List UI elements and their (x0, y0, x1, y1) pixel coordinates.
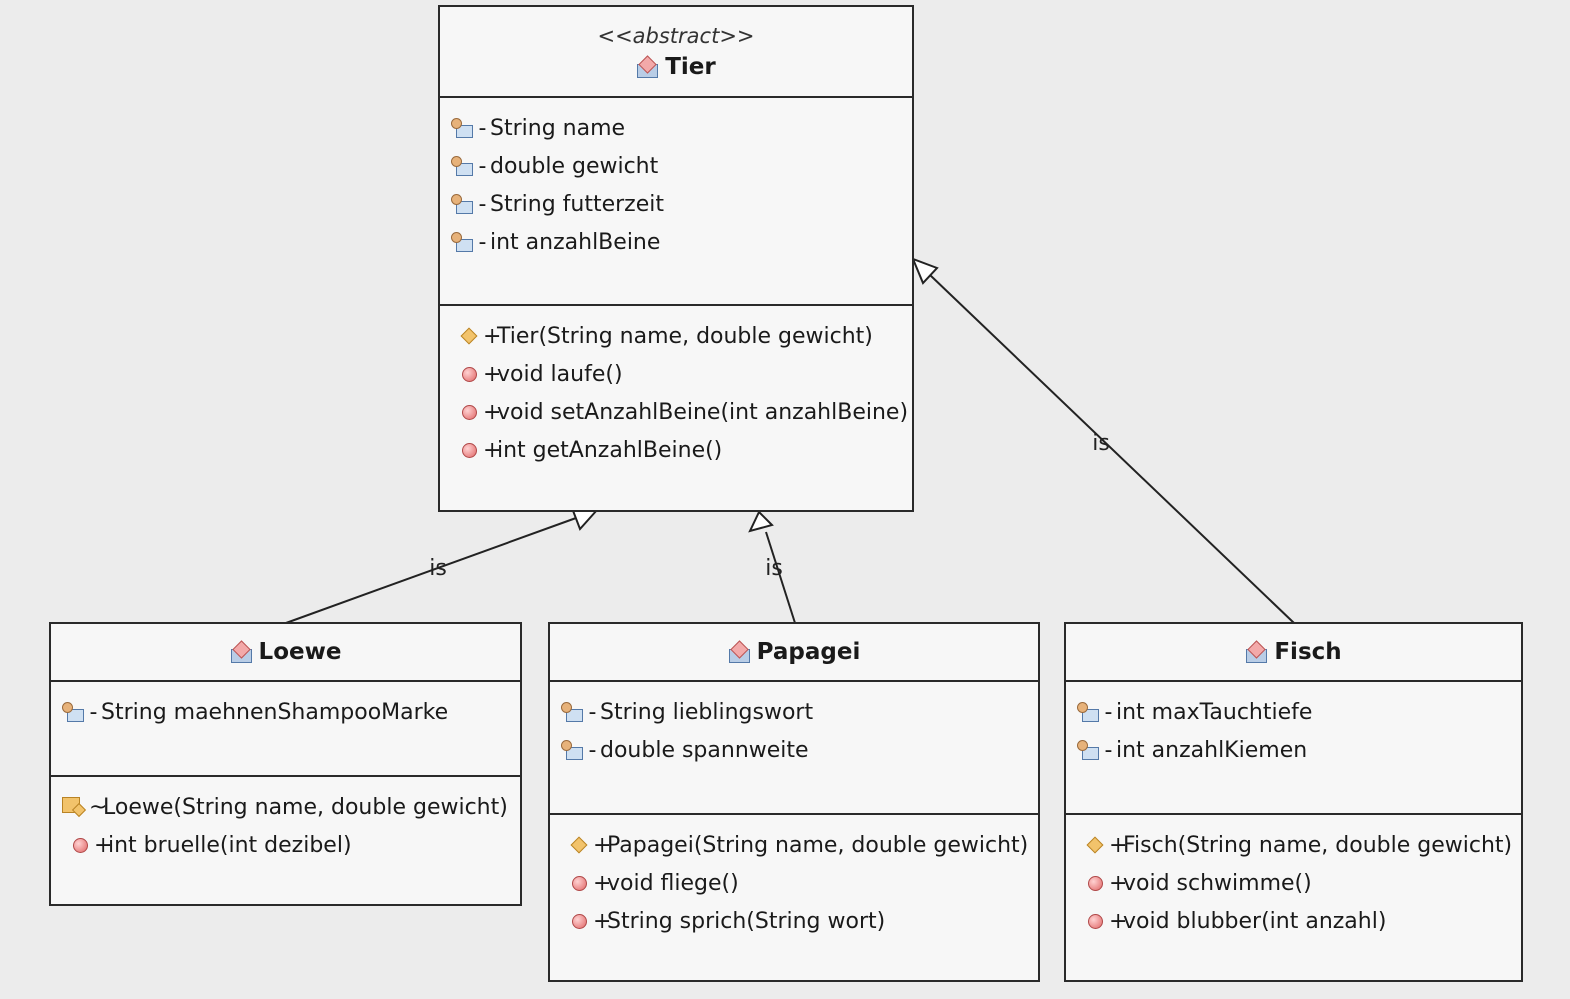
class-papagei[interactable]: Papagei -String lieblingswort -double sp… (548, 622, 1040, 982)
generalization-arrowhead (911, 257, 939, 285)
attributes-compartment: -String lieblingswort -double spannweite (550, 682, 1038, 813)
field-icon (451, 118, 473, 138)
class-name: Tier (665, 53, 716, 80)
attribute-row[interactable]: -double gewicht (440, 147, 912, 185)
package-constructor-icon (62, 797, 86, 817)
class-header: Fisch (1066, 624, 1521, 682)
field-icon (451, 232, 473, 252)
class-name: Fisch (1274, 639, 1342, 665)
edge-loewe-tier[interactable]: is (285, 506, 600, 624)
method-row[interactable]: +int bruelle(int dezibel) (51, 826, 520, 864)
method-icon (462, 366, 477, 382)
class-loewe[interactable]: Loewe -String maehnenShampooMarke ~Loewe… (49, 622, 522, 906)
class-name: Papagei (756, 639, 861, 665)
method-icon (1088, 913, 1103, 929)
methods-compartment: +Papagei(String name, double gewicht) +v… (550, 813, 1038, 980)
field-icon (451, 156, 473, 176)
attributes-compartment: -String name -double gewicht -String fut… (440, 98, 912, 304)
field-icon (561, 740, 583, 760)
class-header: <<abstract>> Tier (440, 7, 912, 98)
method-row[interactable]: +Papagei(String name, double gewicht) (550, 826, 1038, 864)
attributes-compartment: -int maxTauchtiefe -int anzahlKiemen (1066, 682, 1521, 813)
method-icon (572, 913, 587, 929)
class-icon (636, 56, 660, 78)
method-row[interactable]: +String sprich(String wort) (550, 902, 1038, 940)
class-fisch[interactable]: Fisch -int maxTauchtiefe -int anzahlKiem… (1064, 622, 1523, 982)
method-row[interactable]: +void schwimme() (1066, 864, 1521, 902)
attribute-row[interactable]: -String maehnenShampooMarke (51, 693, 520, 731)
method-row[interactable]: +void setAnzahlBeine(int anzahlBeine) (440, 393, 912, 431)
class-tier[interactable]: <<abstract>> Tier -String name -double g… (438, 5, 914, 512)
attribute-row[interactable]: -int anzahlBeine (440, 223, 912, 261)
attribute-row[interactable]: -double spannweite (550, 731, 1038, 769)
field-icon (1077, 702, 1099, 722)
method-row[interactable]: ~Loewe(String name, double gewicht) (51, 788, 520, 826)
methods-compartment: +Tier(String name, double gewicht) +void… (440, 304, 912, 510)
method-row[interactable]: +Fisch(String name, double gewicht) (1066, 826, 1521, 864)
constructor-icon (460, 327, 478, 345)
method-row[interactable]: +void blubber(int anzahl) (1066, 902, 1521, 940)
methods-compartment: +Fisch(String name, double gewicht) +voi… (1066, 813, 1521, 980)
method-row[interactable]: +Tier(String name, double gewicht) (440, 317, 912, 355)
methods-compartment: ~Loewe(String name, double gewicht) +int… (51, 775, 520, 904)
stereotype-label: <<abstract>> (597, 23, 755, 48)
class-icon (230, 641, 254, 663)
attribute-row[interactable]: -int anzahlKiemen (1066, 731, 1521, 769)
edge-label: is (765, 556, 783, 581)
edge-label: is (1092, 431, 1110, 456)
field-icon (561, 702, 583, 722)
method-row[interactable]: +void laufe() (440, 355, 912, 393)
method-icon (462, 442, 477, 458)
edge-papagei-tier[interactable]: is (748, 510, 796, 624)
edge-fisch-tier[interactable]: is (911, 257, 1295, 624)
method-icon (462, 404, 477, 420)
attribute-row[interactable]: -String futterzeit (440, 185, 912, 223)
class-icon (728, 641, 752, 663)
attribute-row[interactable]: -int maxTauchtiefe (1066, 693, 1521, 731)
field-icon (62, 702, 84, 722)
method-icon (572, 875, 587, 891)
method-row[interactable]: +void fliege() (550, 864, 1038, 902)
constructor-icon (1086, 836, 1104, 854)
edge-label: is (429, 556, 447, 581)
method-icon (73, 837, 88, 853)
field-icon (451, 194, 473, 214)
generalization-arrowhead (748, 510, 774, 533)
constructor-icon (570, 836, 588, 854)
class-header: Papagei (550, 624, 1038, 682)
attribute-row[interactable]: -String name (440, 109, 912, 147)
class-icon (1245, 641, 1269, 663)
attributes-compartment: -String maehnenShampooMarke (51, 682, 520, 775)
field-icon (1077, 740, 1099, 760)
method-icon (1088, 875, 1103, 891)
attribute-row[interactable]: -String lieblingswort (550, 693, 1038, 731)
method-row[interactable]: +int getAnzahlBeine() (440, 431, 912, 469)
class-header: Loewe (51, 624, 520, 682)
class-name: Loewe (258, 639, 342, 665)
